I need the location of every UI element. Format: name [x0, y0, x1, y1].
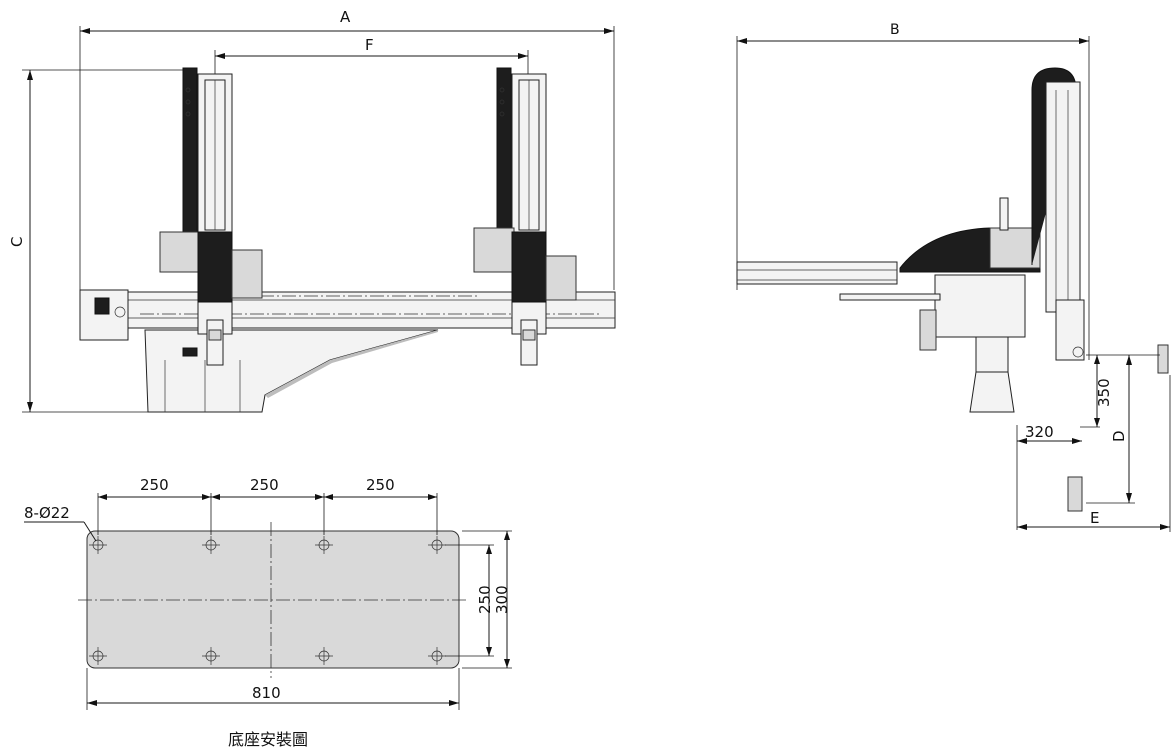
gripper-upper	[1157, 344, 1169, 374]
mounting-hole	[315, 647, 333, 665]
side-horizontal-arm	[736, 261, 898, 285]
gripper-lower	[1067, 476, 1083, 512]
right-vertical-arm	[473, 67, 577, 366]
dimension-label-d: D	[1110, 430, 1128, 442]
dimension-label-e: E	[1090, 509, 1099, 527]
mounting-hole	[89, 536, 107, 554]
mounting-hole	[202, 536, 220, 554]
dimension-label-c: C	[8, 237, 26, 247]
mounting-hole	[89, 647, 107, 665]
mounting-hole	[202, 647, 220, 665]
overall-width-label: 810	[252, 684, 281, 702]
side-pedestal	[969, 371, 1015, 413]
dimension-label-b: B	[890, 22, 900, 38]
pitch-label-2: 250	[250, 476, 279, 494]
dimension-label-a: A	[340, 8, 351, 26]
mounting-hole	[315, 536, 333, 554]
side-view: B 350	[736, 22, 1171, 532]
dimension-label-320: 320	[1025, 423, 1054, 441]
mounting-hole	[428, 536, 446, 554]
base-plate	[86, 530, 460, 669]
pitch-label-3: 250	[366, 476, 395, 494]
pitch-label-1: 250	[140, 476, 169, 494]
mounting-hole	[428, 647, 446, 665]
front-view: A F C	[8, 8, 616, 413]
inner-height-label: 250	[476, 585, 494, 614]
base-plate-caption: 底座安裝圖	[228, 730, 308, 749]
dimension-label-350: 350	[1095, 378, 1113, 407]
outer-height-label: 300	[493, 585, 511, 614]
side-vertical-column	[1045, 81, 1081, 313]
dimension-label-f: F	[365, 36, 374, 54]
base-plate-diagram: 8-Ø22 250 250 250 250 300	[24, 476, 512, 749]
left-vertical-arm	[159, 67, 263, 366]
side-lower-box	[934, 274, 1026, 338]
mounting-holes	[89, 536, 446, 665]
hole-spec-label: 8-Ø22	[24, 504, 70, 522]
